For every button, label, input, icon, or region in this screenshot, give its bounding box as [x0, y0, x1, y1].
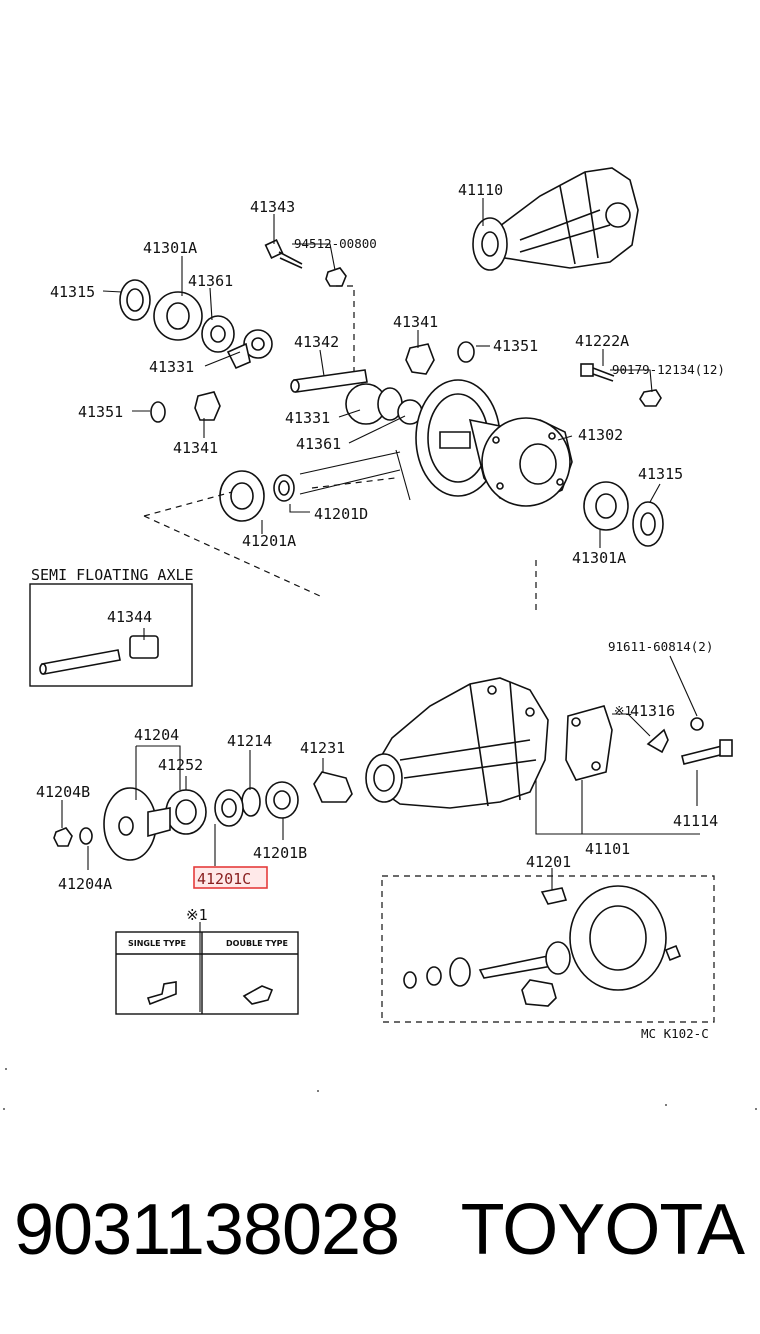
label-41341-left: 41341	[173, 439, 218, 457]
scan-specks	[3, 1068, 757, 1110]
semi-floating-axle-title: SEMI FLOATING AXLE	[31, 566, 194, 584]
label-41110: 41110	[458, 181, 503, 199]
label-41231: 41231	[300, 739, 345, 757]
part-labels: 41110 41343 94512-00800 41301A 41315 413…	[31, 181, 725, 1041]
carrier-housing-drawing	[472, 167, 639, 271]
nut-94512-drawing	[325, 267, 347, 287]
label-41331-top: 41331	[149, 358, 194, 376]
part-footer: 9031138028 TOYOTA	[0, 1185, 760, 1275]
axle-shaft-41344-drawing	[39, 635, 159, 675]
label-41201A-left: 41201A	[242, 532, 296, 550]
bearing-41201B-drawing	[265, 781, 299, 819]
label-90179-12134: 90179-12134(12)	[612, 362, 725, 377]
right-bearing-group-drawing	[583, 481, 664, 547]
assembly-line-top	[336, 285, 355, 372]
left-bearing-group-drawing	[119, 279, 273, 370]
label-41101: 41101	[585, 840, 630, 858]
label-41222A: 41222A	[575, 332, 629, 350]
nut-41204B-drawing	[53, 827, 73, 847]
label-41201D: 41201D	[314, 505, 368, 523]
label-41361-mid: 41361	[296, 435, 341, 453]
ring-pinion-kit-box	[381, 875, 715, 1023]
label-41204: 41204	[134, 726, 179, 744]
flange-41204-drawing	[103, 787, 171, 861]
leader-lines	[61, 198, 700, 1012]
label-41214: 41214	[227, 732, 272, 750]
note-mark: ※1	[186, 906, 208, 924]
label-41351-left: 41351	[78, 403, 123, 421]
seal-41252-drawing	[165, 789, 207, 835]
mark-41316: ※1	[614, 703, 632, 718]
label-41252: 41252	[158, 756, 203, 774]
semi-floating-axle-box	[29, 583, 193, 687]
washer-41214-drawing	[241, 787, 261, 817]
assembly-line-left	[143, 477, 396, 597]
differential-case-drawing	[415, 379, 573, 507]
label-41342: 41342	[294, 333, 339, 351]
label-41302: 41302	[578, 426, 623, 444]
pinion-41341-top-drawing	[405, 343, 435, 375]
label-41201C: 41201C	[197, 870, 251, 888]
label-41301A-right: 41301A	[572, 549, 626, 567]
double-type-label: DOUBLE TYPE	[226, 939, 288, 948]
label-41341-top: 41341	[393, 313, 438, 331]
highlighted-part-41201C[interactable]: 41201C	[193, 866, 268, 889]
label-41204B: 41204B	[36, 783, 90, 801]
label-41331-mid: 41331	[285, 409, 330, 427]
label-41351-top: 41351	[493, 337, 538, 355]
washer-41204A-drawing	[79, 827, 93, 845]
washer-41351-top-drawing	[457, 341, 475, 363]
label-41344: 41344	[107, 608, 152, 626]
single-type-label: SINGLE TYPE	[128, 939, 186, 948]
clip-41316-drawing	[646, 728, 669, 754]
bolt-41114-drawing	[681, 739, 733, 765]
shaft-guide-lines	[299, 449, 411, 501]
label-41361-top: 41361	[188, 272, 233, 290]
washer-41351-left-drawing	[150, 401, 166, 423]
label-41204A: 41204A	[58, 875, 112, 893]
brand-name: TOYOTA	[460, 1190, 745, 1270]
part-number: 9031138028	[14, 1190, 400, 1270]
label-41301A-top: 41301A	[143, 239, 197, 257]
label-41316: 41316	[630, 702, 675, 720]
label-41315-right: 41315	[638, 465, 683, 483]
spacer-41231-drawing	[313, 771, 353, 803]
label-41201-bottom: 41201	[526, 853, 571, 871]
ring-pinion-41201-drawing	[403, 885, 682, 1007]
reference-code: MC K102-C	[641, 1026, 709, 1041]
bearing-41201C-drawing	[214, 789, 244, 827]
label-41343: 41343	[250, 198, 295, 216]
pinion-41341-left-drawing	[194, 391, 221, 421]
pinion-shaft-drawing	[290, 369, 368, 393]
bolt-41222A-drawing	[580, 363, 662, 407]
bearing-41201A-drawing	[219, 470, 295, 522]
label-41315-top: 41315	[50, 283, 95, 301]
clip-type-box	[115, 931, 299, 1015]
carrier-housing-41101-drawing	[365, 677, 613, 809]
bolt-41343-drawing	[264, 239, 303, 269]
label-91611-60814: 91611-60814(2)	[608, 639, 713, 654]
center-side-gears-drawing	[345, 383, 423, 425]
label-41201B: 41201B	[253, 844, 307, 862]
label-94512-00800: 94512-00800	[294, 236, 377, 251]
nut-91611-drawing	[690, 717, 704, 731]
label-41114: 41114	[673, 812, 718, 830]
